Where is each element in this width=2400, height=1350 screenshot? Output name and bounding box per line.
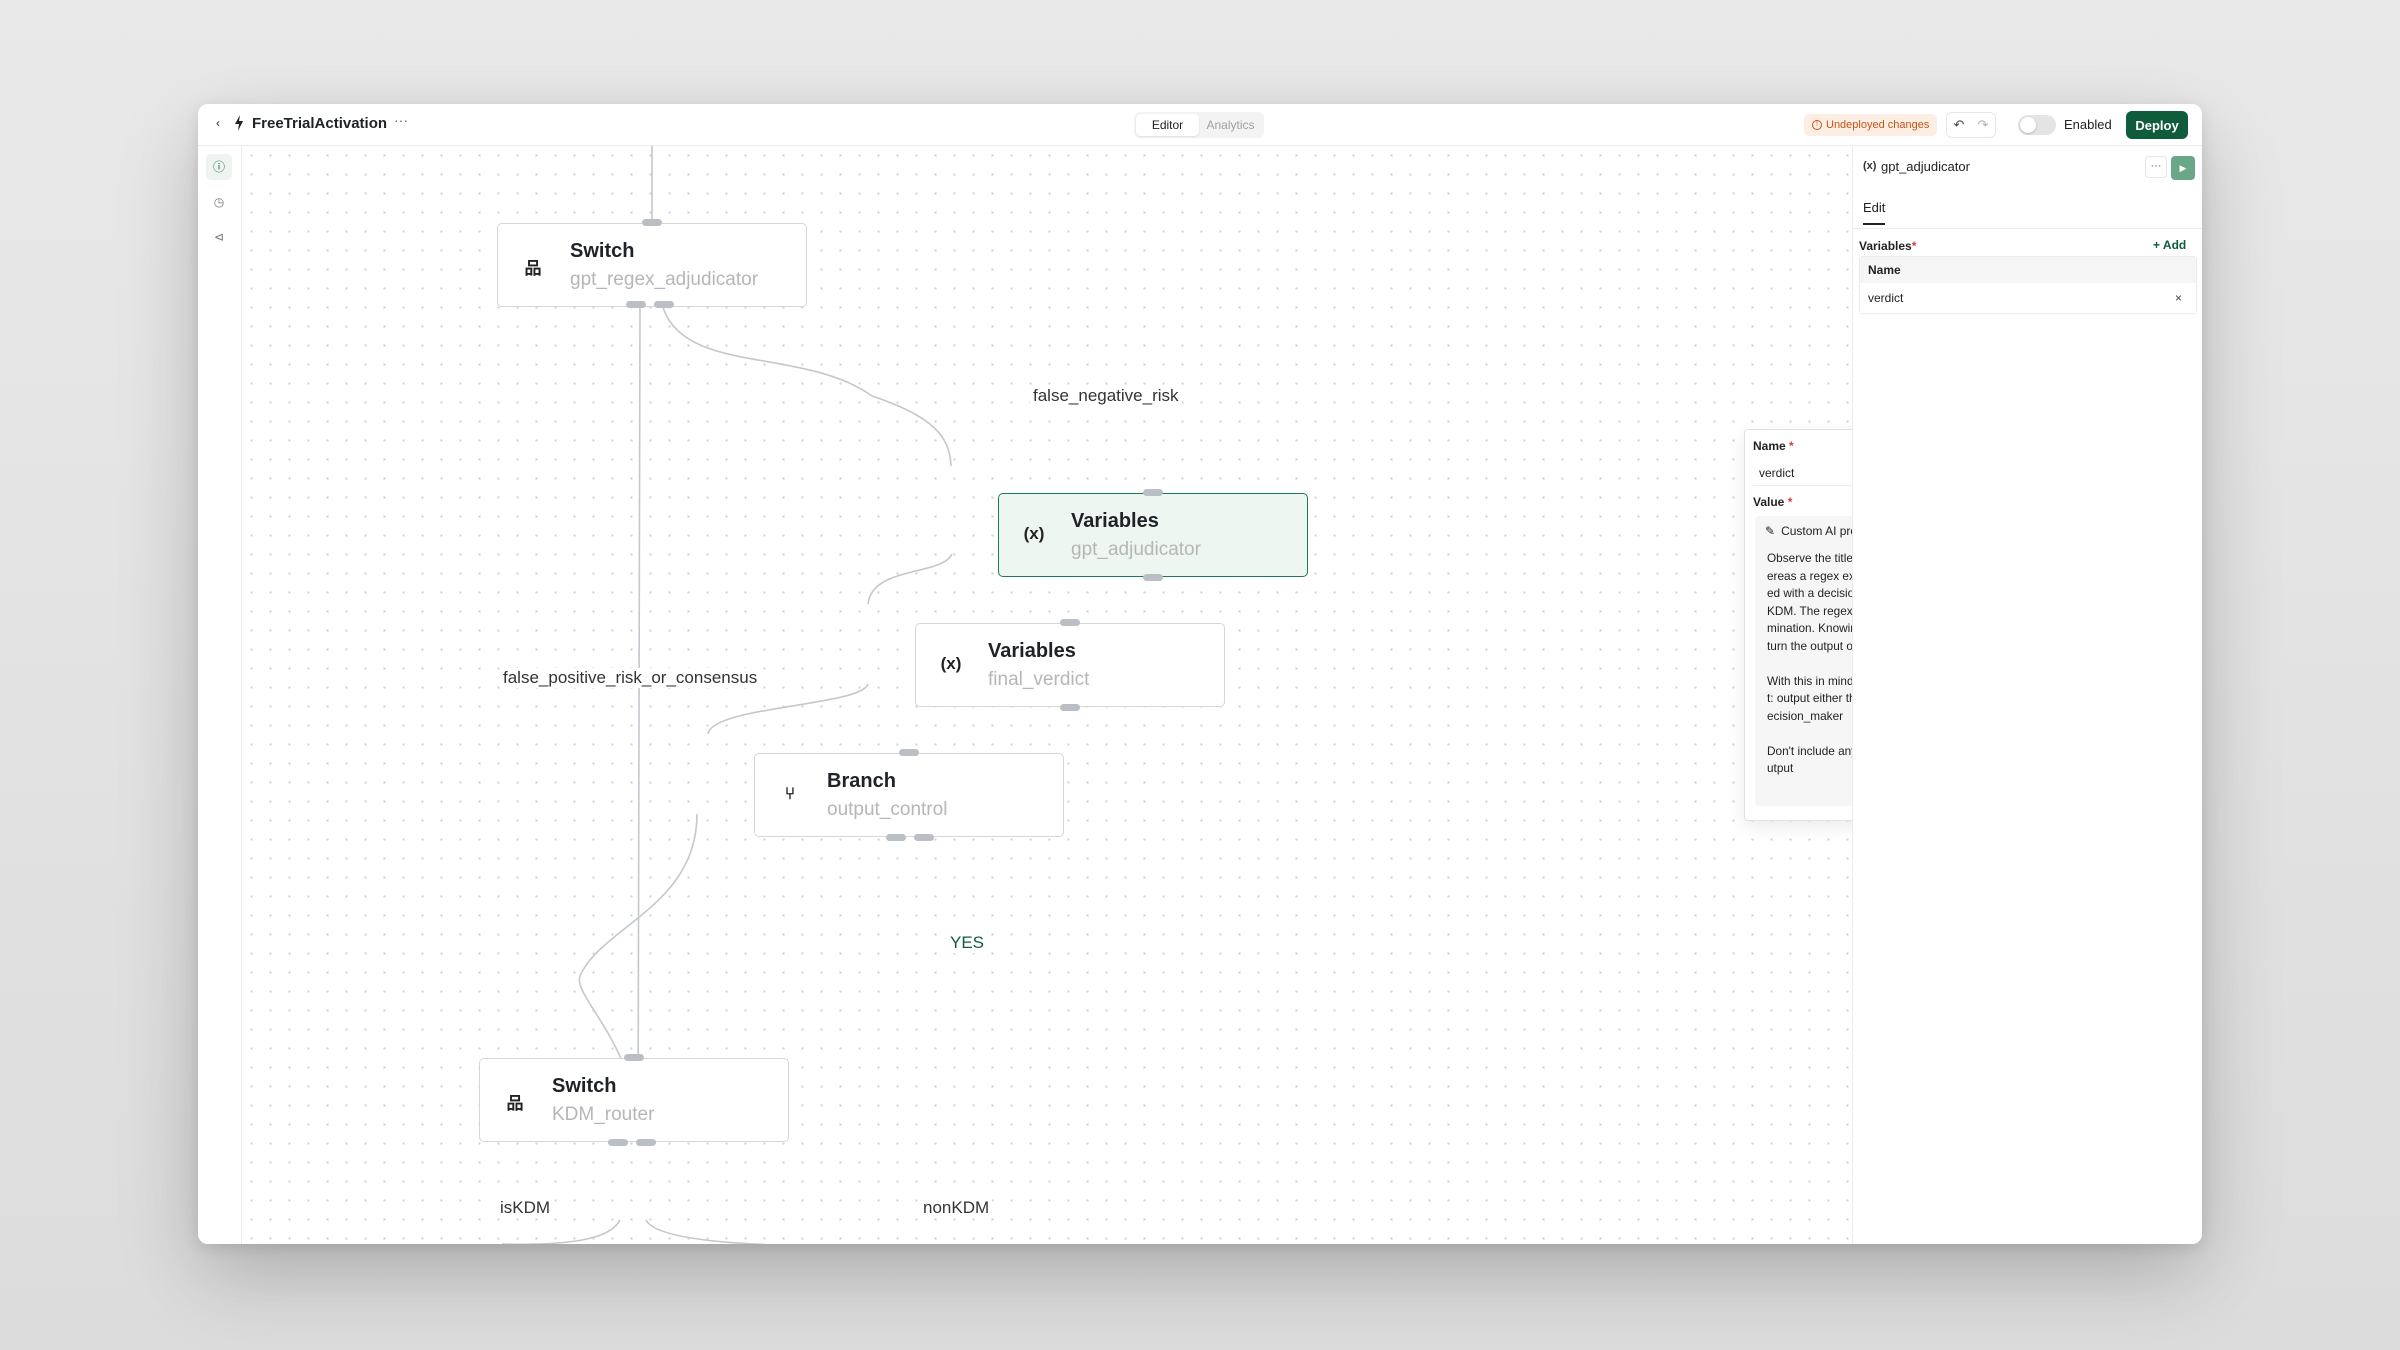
tag-icon[interactable]: ⊲ — [213, 230, 225, 244]
branch-icon: ⑂ — [784, 784, 796, 803]
node-branch-output-control[interactable]: ⑂ Branch output_control — [754, 753, 1064, 837]
variable-name-input[interactable] — [1753, 460, 1852, 486]
output-port[interactable] — [1143, 574, 1163, 581]
output-port[interactable] — [1060, 704, 1080, 711]
prompt-header: ✎ Custom AI prompt — [1765, 524, 1852, 538]
node-name: final_verdict — [988, 669, 1090, 690]
workflow-canvas[interactable]: 品 Switch gpt_regex_adjudicator (x) Varia… — [242, 146, 1852, 1244]
enabled-label: Enabled — [2064, 117, 2112, 132]
edge-label-false-positive-risk: false_positive_risk_or_consensus — [500, 668, 761, 688]
pencil-icon: ✎ — [1765, 524, 1776, 538]
prompt-title: Custom AI prompt — [1781, 524, 1852, 538]
variable-row-name: verdict — [1868, 291, 1904, 305]
node-switch-kdm-router[interactable]: 品 Switch KDM_router — [479, 1058, 789, 1142]
view-switcher: Editor Analytics — [1134, 112, 1264, 138]
deploy-button[interactable]: Deploy — [2126, 111, 2188, 139]
node-name: KDM_router — [552, 1104, 655, 1125]
variable-icon: (x) — [1023, 524, 1045, 543]
node-variables-gpt-adjudicator[interactable]: (x) Variables gpt_adjudicator — [998, 493, 1308, 577]
node-type: Branch — [827, 770, 896, 792]
hierarchy-icon: 品 — [524, 259, 542, 278]
node-type: Switch — [570, 240, 635, 262]
workflow-title: FreeTrialActivation — [252, 115, 388, 132]
undeployed-badge: ! Undeployed changes — [1804, 114, 1938, 136]
node-variables-final-verdict[interactable]: (x) Variables final_verdict — [915, 623, 1225, 707]
title-more-button[interactable]: ··· — [394, 112, 408, 128]
edge-nonkdm — [645, 1219, 772, 1244]
input-port[interactable] — [642, 219, 662, 226]
undo-redo-group: ↶ ↷ — [1946, 112, 1996, 138]
name-field-label: Name * — [1753, 439, 1794, 453]
alert-icon: ! — [1812, 120, 1822, 130]
variables-table: Name verdict × — [1859, 256, 2197, 314]
add-variable-button[interactable]: + Add — [2153, 238, 2187, 252]
node-name: gpt_adjudicator — [1071, 539, 1201, 560]
node-type: Switch — [552, 1075, 617, 1097]
edge-false-positive-risk — [637, 303, 641, 1137]
top-bar: ‹ FreeTrialActivation ··· Editor Analyti… — [198, 104, 2202, 146]
right-panel: (x) gpt_adjudicator ··· ▶ Edit Variables… — [1852, 146, 2202, 1244]
undeployed-label: Undeployed changes — [1826, 119, 1930, 131]
input-port[interactable] — [1060, 619, 1080, 626]
tab-editor[interactable]: Editor — [1136, 114, 1199, 136]
node-switch-gpt-regex-adjudicator[interactable]: 品 Switch gpt_regex_adjudicator — [497, 223, 807, 307]
info-icon[interactable]: ⓘ — [206, 154, 232, 180]
edge-label-iskdm: isKDM — [497, 1198, 554, 1218]
enabled-toggle[interactable] — [2018, 115, 2056, 135]
play-icon[interactable]: ▶ — [2171, 156, 2195, 180]
edge-label-nonkdm: nonKDM — [920, 1198, 993, 1218]
output-port[interactable] — [608, 1139, 628, 1146]
column-header-name: Name — [1860, 257, 2196, 283]
edge-label-false-negative-risk: false_negative_risk — [1030, 386, 1182, 406]
prompt-text[interactable]: Observe the title, a GPT prompt classifi… — [1767, 551, 1852, 775]
plus-icon: + — [2153, 238, 2163, 252]
node-name: output_control — [827, 799, 948, 820]
edge-label-yes: YES — [947, 933, 988, 953]
left-rail: ⓘ ◷ ⊲ — [198, 146, 242, 1244]
node-type: Variables — [988, 640, 1076, 662]
redo-icon[interactable]: ↷ — [1977, 117, 1989, 132]
output-port[interactable] — [886, 834, 906, 841]
variable-editor-popover: Name * Value * (x) ▭ ✎ Custom AI prompt … — [1744, 429, 1852, 821]
edge-final-to-branch — [707, 683, 869, 735]
node-type: Variables — [1071, 510, 1159, 532]
edge-false-negative-risk — [661, 303, 952, 467]
hierarchy-icon: 品 — [506, 1094, 524, 1113]
variable-icon: (x) — [940, 654, 962, 673]
value-field-label: Value * — [1753, 495, 1793, 509]
close-icon[interactable]: × — [2174, 291, 2182, 305]
back-icon[interactable]: ‹ — [216, 116, 220, 130]
toggle-knob — [2020, 117, 2036, 133]
edge-layer — [502, 146, 953, 1244]
input-port[interactable] — [899, 749, 919, 756]
table-row[interactable]: verdict × — [1860, 283, 2196, 313]
output-port[interactable] — [636, 1139, 656, 1146]
tab-edit[interactable]: Edit — [1863, 200, 1886, 225]
tab-analytics[interactable]: Analytics — [1206, 118, 1255, 132]
history-icon[interactable]: ◷ — [213, 195, 225, 209]
node-name: gpt_regex_adjudicator — [570, 269, 759, 290]
output-port[interactable] — [654, 301, 674, 308]
custom-ai-prompt-box[interactable]: ✎ Custom AI prompt Observe the title, a … — [1755, 516, 1852, 806]
output-port[interactable] — [626, 301, 646, 308]
undo-icon[interactable]: ↶ — [1953, 117, 1965, 132]
divider — [1853, 228, 2202, 229]
output-port[interactable] — [914, 834, 934, 841]
input-port[interactable] — [1143, 489, 1163, 496]
edge-gpt-to-final — [867, 553, 953, 605]
app-window: ‹ FreeTrialActivation ··· Editor Analyti… — [198, 104, 2202, 1244]
edge-iskdm — [502, 1219, 621, 1244]
variable-icon: (x) — [1863, 160, 1877, 172]
input-port[interactable] — [624, 1054, 644, 1061]
panel-more-button[interactable]: ··· — [2145, 156, 2167, 178]
bolt-icon — [235, 115, 243, 131]
panel-title: gpt_adjudicator — [1881, 159, 1970, 174]
variables-label: Variables* — [1859, 239, 1917, 253]
